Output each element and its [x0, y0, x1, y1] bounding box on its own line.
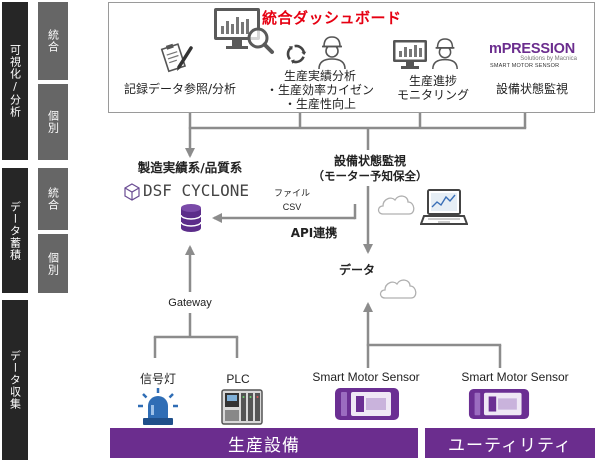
sublayer-individual-label: 個別 — [46, 251, 60, 276]
item-label-line: 設備状態監視 — [495, 82, 568, 96]
data-label: データ — [338, 263, 375, 277]
sublayer-integrated-label: 統合 — [46, 29, 60, 53]
layer-visualization-label: 可視化/分析 — [8, 44, 22, 118]
mpression-product: SMART MOTOR SENSOR — [490, 63, 560, 69]
laptop-icon — [420, 189, 468, 225]
cloud-icon — [379, 279, 417, 299]
sublayer-storage-integrated: 統合 — [38, 168, 68, 230]
dashboard-item-record-analysis: 記録データ参照/分析 — [112, 82, 248, 96]
plc-icon — [221, 389, 263, 425]
dashboard-item-production-analysis: 生産実績分析 ・生産効率カイゼン ・生産性向上 — [258, 69, 382, 111]
item-label-line: ・生産性向上 — [283, 97, 356, 111]
smart-motor-sensor-icon — [335, 388, 399, 420]
dsf-cyclone-logo-icon — [124, 183, 140, 201]
item-label-line: 記録データ参照/分析 — [123, 82, 237, 96]
sublayer-integrated-label: 統合 — [46, 187, 60, 211]
layer-visualization: 可視化/分析 — [2, 2, 28, 160]
equipment-monitoring-label: 設備状態監視 （モーター予知保全） — [308, 154, 432, 184]
dashboard-panel — [108, 2, 595, 113]
layer-storage: データ蓄積 — [2, 168, 28, 293]
sublayer-individual-label: 個別 — [46, 110, 60, 134]
item-label-line: ・生産効率カイゼン — [265, 83, 374, 97]
device-label-smart-motor-sensor: Smart Motor Sensor — [312, 370, 420, 384]
csv-label: CSV — [282, 202, 302, 212]
monitoring-title: 設備状態監視 — [333, 154, 406, 168]
dashboard-monitor-icon — [214, 8, 274, 54]
gateway-label: Gateway — [168, 297, 212, 309]
mpression-tagline: Solutions by Macnica — [520, 56, 577, 62]
mpression-logo: mPRESSION Solutions by Macnica SMART MOT… — [489, 41, 579, 69]
worker-icon — [318, 36, 346, 70]
device-label-smart-motor-sensor: Smart Motor Sensor — [461, 370, 569, 384]
dashboard-title: 統合ダッシュボード — [262, 9, 402, 27]
mpression-brand: mPRESSION — [489, 41, 576, 57]
smart-motor-sensor-icon — [468, 388, 530, 420]
dsf-cyclone-logo-text: DSF CYCLONE — [143, 181, 249, 200]
dashboard-item-equipment-monitoring: 設備状態監視 — [487, 82, 577, 96]
file-transfer-label: ファイル CSV — [268, 188, 316, 214]
cycle-arrows-icon — [286, 44, 307, 65]
sublayer-visualization-integrated: 統合 — [38, 2, 68, 80]
device-label-signal-tower: 信号灯 — [139, 372, 176, 386]
item-label-line: 生産実績分析 — [283, 69, 356, 83]
item-label-line: 生産進捗 — [408, 74, 457, 88]
dashboard-item-progress-monitoring: 生産進捗 モニタリング — [392, 74, 474, 102]
worker-icon — [432, 38, 458, 69]
production-equipment-label: 生産設備 — [228, 435, 300, 456]
device-label-plc: PLC — [226, 372, 250, 386]
progress-monitor-icon — [393, 40, 427, 69]
dsf-title: 製造実績系/品質系 — [137, 160, 243, 175]
layer-storage-label: データ蓄積 — [8, 200, 22, 261]
signal-tower-icon — [138, 388, 178, 425]
item-label-line: モニタリング — [396, 88, 469, 102]
sublayer-storage-individual: 個別 — [38, 234, 68, 293]
utility-label: ユーティリティ — [448, 435, 572, 456]
file-label: ファイル — [273, 189, 310, 199]
clipboard-pen-icon — [160, 43, 193, 73]
production-equipment-bar: 生産設備 — [110, 428, 418, 458]
sublayer-visualization-individual: 個別 — [38, 84, 68, 160]
layer-collection-label: データ収集 — [8, 350, 22, 410]
layer-collection: データ収集 — [2, 300, 28, 460]
cloud-icon — [377, 195, 415, 215]
utility-bar: ユーティリティ — [425, 428, 595, 458]
monitoring-subtitle: （モーター予知保全） — [312, 169, 428, 183]
database-icon — [180, 204, 202, 232]
api-label: API連携 — [290, 226, 338, 240]
